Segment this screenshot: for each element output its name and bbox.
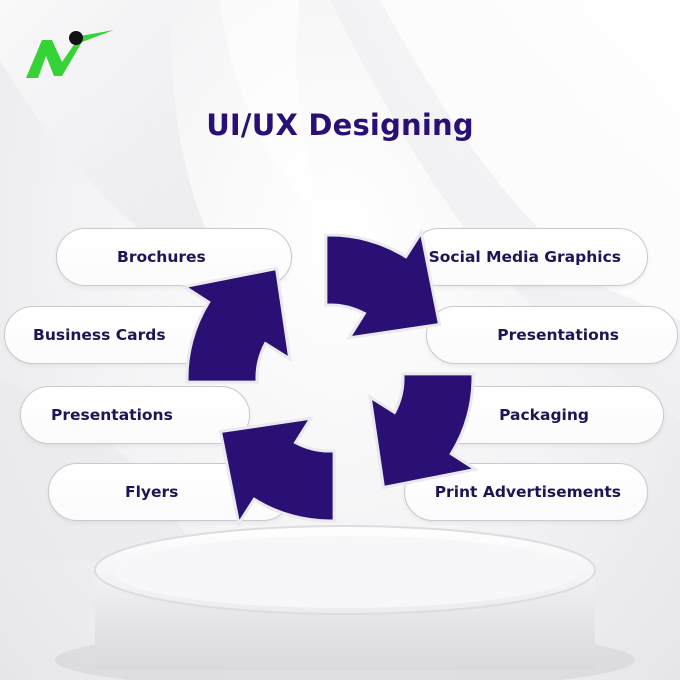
item-label: Flyers <box>125 483 179 501</box>
item-label: Brochures <box>117 248 206 266</box>
page-title: UI/UX Designing <box>206 108 474 142</box>
cycle-arrows-icon <box>183 228 477 525</box>
item-presentations-right: Presentations <box>426 306 678 364</box>
item-label: Business Cards <box>33 326 166 344</box>
item-label: Print Advertisements <box>434 483 621 501</box>
item-label: Packaging <box>499 406 589 424</box>
item-label: Social Media Graphics <box>428 248 621 266</box>
item-label: Presentations <box>51 406 173 424</box>
cycle-arrow <box>324 228 442 340</box>
pedestal <box>55 525 635 680</box>
item-label: Presentations <box>497 326 619 344</box>
brand-logo-icon <box>26 30 114 78</box>
item-social-media-graphics: Social Media Graphics <box>410 228 648 286</box>
item-presentations-left: Presentations <box>20 386 250 444</box>
